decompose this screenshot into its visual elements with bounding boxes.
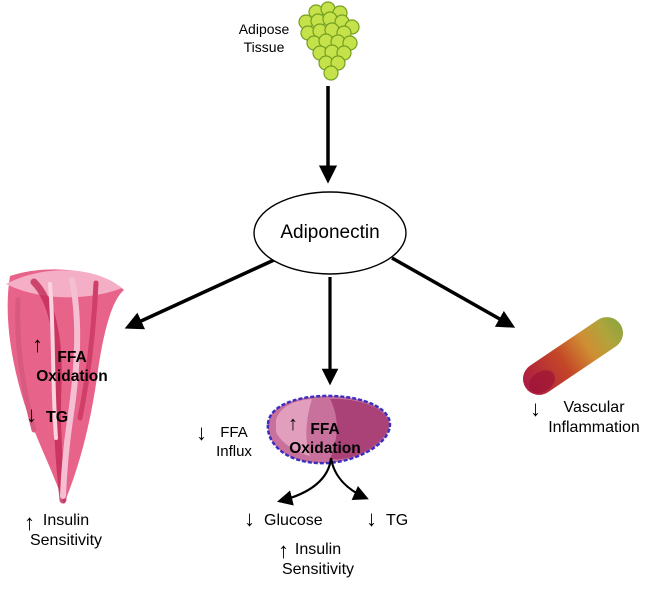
down-arrow-icon: ↓: [530, 396, 541, 421]
liver-tg-label: TG: [386, 512, 409, 529]
down-arrow-icon: ↓: [196, 420, 207, 445]
up-arrow-icon: ↑: [32, 332, 43, 357]
arrow-adiponectin-to-vessel: [391, 256, 516, 328]
vessel-shadow: [529, 370, 555, 394]
arrow-adiponectin-to-muscle: [124, 258, 275, 330]
vessel-illustration: [523, 317, 623, 395]
adiponectin-node-ellipse: [253, 191, 407, 275]
down-arrow-icon: ↓: [244, 506, 255, 531]
liver-right-lobe: [330, 398, 389, 460]
liver-insulin-sensitivity-label: Insulin Sensitivity: [281, 541, 355, 579]
muscle-striations: [15, 277, 99, 504]
down-arrow-icon: ↓: [26, 402, 37, 427]
liver-highlight: [276, 399, 312, 456]
liver-ffa-oxidation-label: FFA Oxidation: [289, 421, 361, 458]
muscle-illustration: [6, 269, 124, 504]
vascular-inflammation-label: Vascular Inflammation: [548, 399, 640, 437]
muscle-insulin-sensitivity-label: Insulin Sensitivity: [29, 512, 103, 550]
liver-ffa-influx-label: FFA Influx: [216, 424, 252, 460]
arrow-liver-to-tg: [329, 457, 369, 501]
down-arrow-icon: ↓: [366, 506, 377, 531]
glucose-label: Glucose: [264, 512, 323, 529]
adipose-tissue-illustration: [298, 1, 360, 81]
up-arrow-icon: ↑: [278, 538, 289, 563]
muscle-tg-label: TG: [46, 409, 69, 426]
up-arrow-icon: ↑: [288, 413, 298, 435]
muscle-top-flap: [6, 270, 122, 298]
up-arrow-icon: ↑: [24, 510, 35, 535]
liver-illustration: [266, 394, 392, 465]
adiponectin-label: Adiponectin: [280, 222, 380, 243]
muscle-ffa-oxidation-label: FFA Oxidation: [36, 349, 108, 386]
adipose-tissue-label: Adipose Tissue: [238, 21, 290, 56]
arrow-liver-to-glucose: [277, 457, 333, 506]
